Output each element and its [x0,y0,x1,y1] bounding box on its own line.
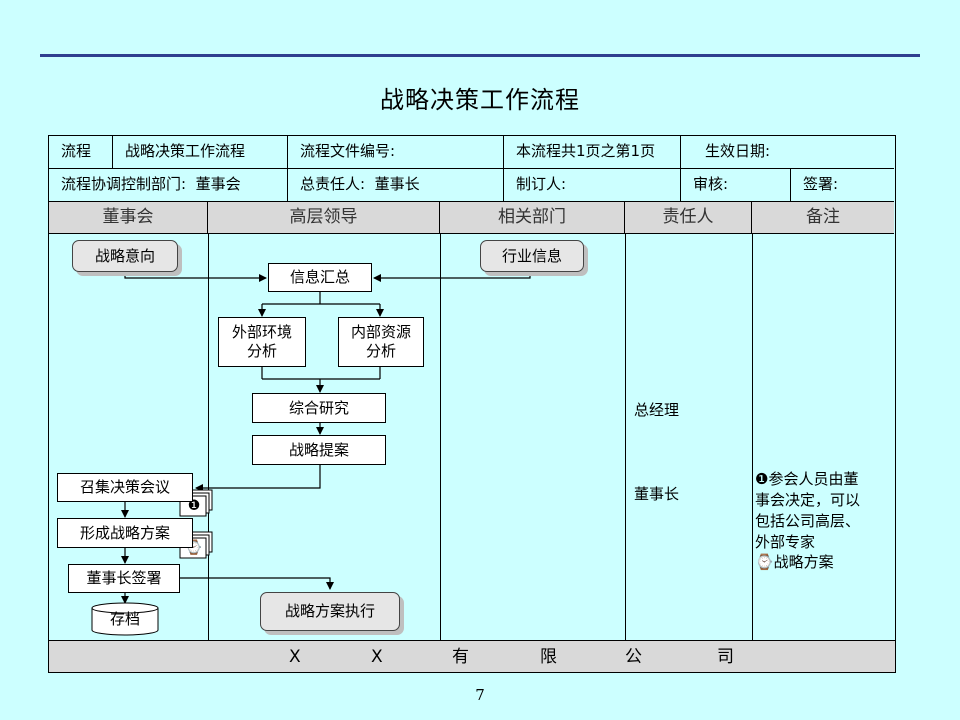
node-internal-analysis[interactable]: 内部资源 分析 [338,317,424,367]
lane-header-departments: 相关部门 [440,202,625,234]
flow-label-cell: 流程 [49,136,113,169]
node-external-analysis-line1: 外部环境 [231,323,292,341]
node-form-plan[interactable]: 形成战略方案 [57,518,193,548]
node-archive[interactable]: 存档 [109,610,140,628]
responsible-gm: 总经理 [634,401,680,419]
flow-name: 战略决策工作流程 [125,142,246,160]
responsible-chairman: 董事长 [634,485,680,503]
pages-cell: 本流程共1页之第1页 [504,136,681,169]
review-cell: 审核: [681,169,791,202]
owner-cell: 总责任人: 董事长 [288,169,504,202]
coord-dept-cell: 流程协调控制部门: 董事会 [49,169,288,202]
owner-value: 董事长 [374,175,420,193]
node-comprehensive-research[interactable]: 综合研究 [252,393,386,423]
effective-date-cell: 生效日期: [681,136,894,169]
flow-name-cell: 战略决策工作流程 [113,136,288,169]
node-strategy-proposal[interactable]: 战略提案 [252,435,386,465]
lane-divider [625,233,626,640]
owner-label: 总责任人: [300,175,366,193]
page-title: 战略决策工作流程 [380,86,580,114]
node-external-analysis-line2: 分析 [246,342,277,360]
lane-divider [440,233,441,640]
coord-dept-label: 流程协调控制部门: [61,175,187,193]
node-external-analysis[interactable]: 外部环境 分析 [218,317,306,367]
note-line: 外部专家 [755,533,816,551]
node-industry-info[interactable]: 行业信息 [480,240,584,272]
effective-date-label: 生效日期: [705,142,771,160]
lane-header-responsible: 责任人 [625,202,752,234]
note-meeting-participants: ❶参会人员由董 事会决定，可以 包括公司高层、 外部专家 [755,469,895,553]
doc-no-label: 流程文件编号: [300,142,396,160]
footer-char: X [371,647,383,667]
note-line: ❶参会人员由董 [755,470,859,488]
footer-char: 司 [717,647,734,667]
lane-header-notes: 备注 [752,202,894,234]
page-number: 7 [475,686,485,704]
doc-no-cell: 流程文件编号: [288,136,504,169]
footer-char: 有 [452,647,469,667]
flow-label: 流程 [61,142,92,160]
sign-cell: 签署: [791,169,894,202]
top-rule [40,54,920,57]
node-convene-meeting[interactable]: 召集决策会议 [57,473,193,502]
review-label: 审核: [693,175,729,193]
process-table: 流程 战略决策工作流程 流程文件编号: 本流程共1页之第1页 生效日期: 流程协… [48,135,896,673]
footer-char: 公 [625,647,642,667]
node-internal-analysis-line2: 分析 [365,342,396,360]
lane-divider [752,233,753,640]
note-strategy-plan: ⌚战略方案 [755,553,834,571]
maker-cell: 制订人: [504,169,681,202]
lane-divider [208,233,209,640]
note-line: 包括公司高层、 [755,512,861,530]
node-info-summary[interactable]: 信息汇总 [268,263,372,292]
pages-label: 本流程共1页之第1页 [516,142,656,160]
lane-header-board: 董事会 [49,202,208,234]
node-execute-plan[interactable]: 战略方案执行 [260,592,400,631]
footer-char: 限 [540,647,557,667]
company-footer: X X 有 限 公 司 [49,640,895,672]
coord-dept-value: 董事会 [195,175,241,193]
lane-header-executives: 高层领导 [208,202,440,234]
footer-char: X [289,647,301,667]
note-line: 事会决定，可以 [755,491,861,509]
maker-label: 制订人: [516,175,567,193]
node-strategic-intent[interactable]: 战略意向 [72,240,178,272]
meeting-marker-icon: ❶ [187,498,201,514]
node-internal-analysis-line1: 内部资源 [350,323,411,341]
node-chairman-sign[interactable]: 董事长签署 [68,564,180,593]
sign-label: 签署: [803,175,839,193]
